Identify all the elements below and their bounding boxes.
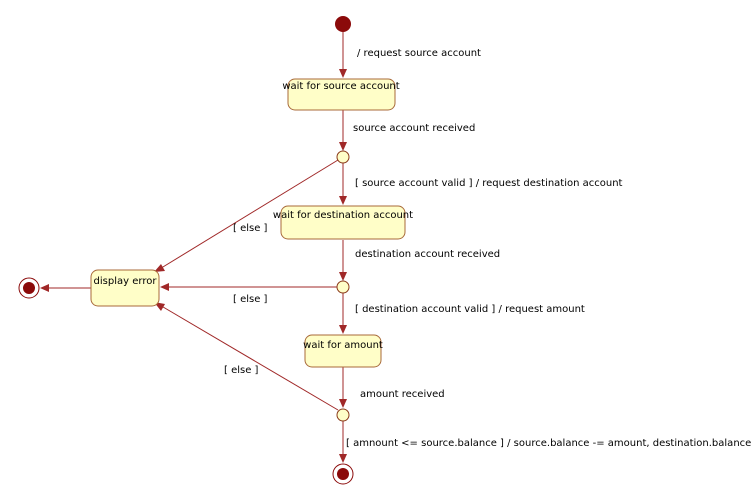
choice-node-1 bbox=[336, 150, 350, 164]
state-label: wait for destination account bbox=[273, 210, 413, 221]
arrowhead bbox=[339, 399, 347, 408]
transition-label-destination-received: destination account received bbox=[355, 249, 500, 260]
state-label: display error bbox=[94, 276, 158, 287]
state-wait-for-source-account: wait for source account bbox=[282, 78, 400, 111]
state-label: wait for source account bbox=[282, 81, 399, 92]
initial-node bbox=[335, 16, 351, 32]
state-display-error: display error bbox=[90, 269, 160, 307]
state-wait-for-destination-account: wait for destination account bbox=[273, 205, 413, 240]
transition-label-else-1: [ else ] bbox=[233, 223, 268, 234]
arrowhead bbox=[339, 196, 347, 205]
final-node-bottom bbox=[332, 463, 354, 485]
arrowhead bbox=[40, 284, 49, 292]
state-label: wait for amount bbox=[303, 340, 383, 351]
choice-node-2 bbox=[336, 280, 350, 294]
arrowhead bbox=[154, 264, 165, 272]
transition-label-destination-valid: [ destination account valid ] / request … bbox=[355, 304, 585, 315]
arrowhead bbox=[339, 69, 347, 78]
state-wait-for-amount: wait for amount bbox=[303, 334, 383, 368]
edge-else-3 bbox=[157, 303, 339, 411]
transition-label-else-3: [ else ] bbox=[224, 365, 259, 376]
arrowhead bbox=[339, 142, 347, 151]
choice-node-3 bbox=[336, 408, 350, 422]
transition-label-source-received: source account received bbox=[353, 123, 475, 134]
arrowhead bbox=[339, 454, 347, 463]
transition-label-else-2: [ else ] bbox=[233, 294, 268, 305]
final-node-left bbox=[18, 277, 40, 299]
arrowhead bbox=[339, 325, 347, 334]
edge-else-1 bbox=[157, 159, 339, 271]
transition-label-amount-received: amount received bbox=[360, 389, 445, 400]
transition-label-amount-ok: [ amnount <= source.balance ] / source.b… bbox=[346, 438, 752, 449]
transition-label-source-valid: [ source account valid ] / request desti… bbox=[355, 178, 623, 189]
transition-label-request-source: / request source account bbox=[357, 48, 481, 59]
edges bbox=[40, 32, 347, 463]
arrowhead bbox=[160, 283, 169, 291]
arrowhead bbox=[339, 272, 347, 281]
